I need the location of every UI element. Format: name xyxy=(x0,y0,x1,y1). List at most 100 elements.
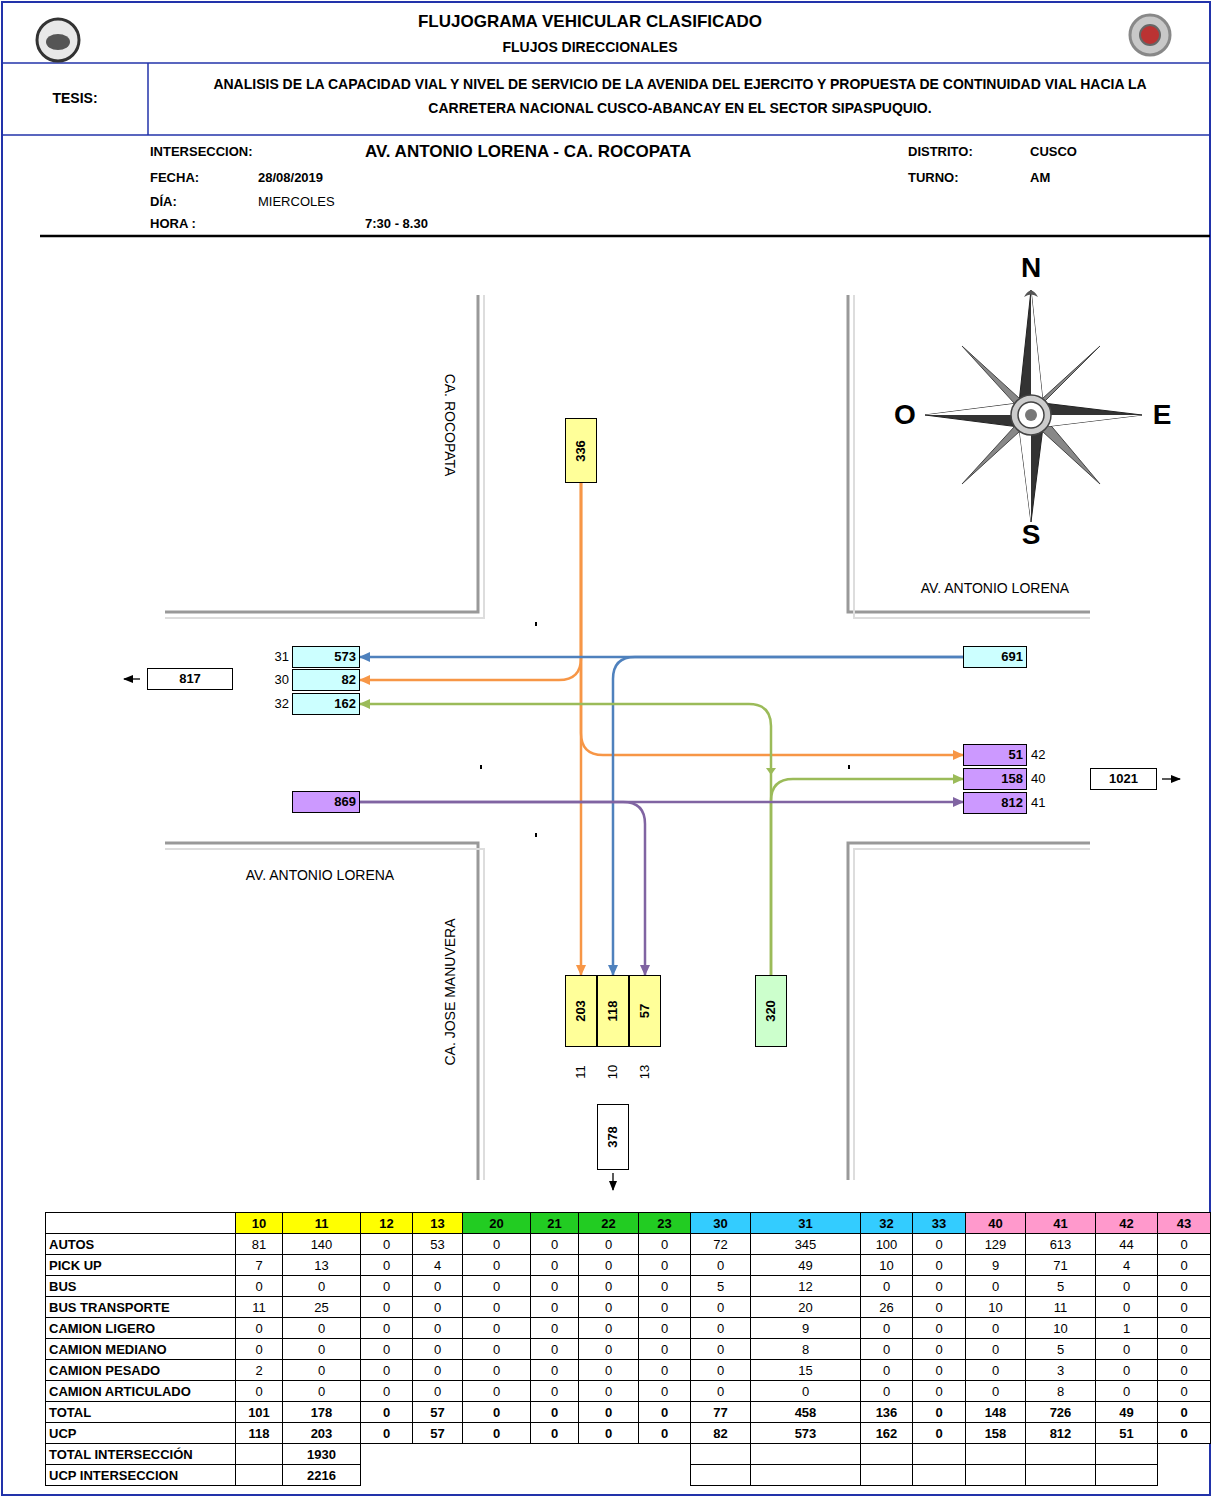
table-text: 0 xyxy=(318,1363,325,1378)
table-cell: 458 xyxy=(750,1401,861,1423)
drawing-part xyxy=(1130,15,1170,55)
table-text: 158 xyxy=(985,1426,1007,1441)
flow-box: 573 xyxy=(292,646,360,668)
movement-number: 41 xyxy=(1031,796,1045,811)
table-text: 0 xyxy=(493,1405,500,1420)
table-text: 4 xyxy=(1123,1258,1130,1273)
drawing-part xyxy=(854,295,1090,618)
table-cell: 0 xyxy=(462,1359,531,1381)
compass-letter: S xyxy=(1022,519,1041,551)
street-name: AV. ANTONIO LORENA xyxy=(246,867,394,883)
table-cell: 726 xyxy=(1025,1401,1096,1423)
table-text: 0 xyxy=(383,1237,390,1252)
table-cell: 0 xyxy=(1157,1296,1211,1318)
flow-box: 869 xyxy=(292,791,360,813)
flow-value: 812 xyxy=(1001,796,1023,810)
table-text: 13 xyxy=(314,1258,328,1273)
table-cell: 0 xyxy=(235,1380,283,1402)
table-cell: UCP xyxy=(45,1422,236,1444)
table-text: CAMION PESADO xyxy=(49,1363,160,1378)
table-cell xyxy=(690,1464,751,1486)
table-cell: 0 xyxy=(1157,1275,1211,1297)
table-cell: 118 xyxy=(235,1422,283,1444)
table-text: 0 xyxy=(935,1321,942,1336)
table-text: 573 xyxy=(795,1426,817,1441)
field-name: TURNO: xyxy=(908,171,959,186)
table-text: 51 xyxy=(1119,1426,1133,1441)
table-cell: 0 xyxy=(360,1380,413,1402)
movement-number: 10 xyxy=(606,1065,621,1079)
table-text: 57 xyxy=(430,1405,444,1420)
table-text: 8 xyxy=(802,1342,809,1357)
table-cell: 0 xyxy=(360,1254,413,1276)
table-text: 12 xyxy=(379,1216,393,1231)
table-cell: 0 xyxy=(638,1401,691,1423)
table-cell: 0 xyxy=(965,1275,1026,1297)
table-cell: 10 xyxy=(1025,1317,1096,1339)
table-text: 0 xyxy=(551,1405,558,1420)
table-cell: 0 xyxy=(282,1317,361,1339)
table-cell: 0 xyxy=(1157,1359,1211,1381)
table-cell: 0 xyxy=(912,1380,966,1402)
table-text: 9 xyxy=(802,1321,809,1336)
table-cell: 0 xyxy=(530,1338,579,1360)
table-text: 9 xyxy=(992,1258,999,1273)
table-cell: CAMION ARTICULADO xyxy=(45,1380,236,1402)
table-text: 12 xyxy=(798,1279,812,1294)
table-cell: 0 xyxy=(912,1296,966,1318)
table-text: 0 xyxy=(551,1363,558,1378)
street-curbs xyxy=(165,295,1090,1180)
table-cell: 23 xyxy=(638,1212,691,1234)
table-text: 0 xyxy=(383,1300,390,1315)
movement-number: 42 xyxy=(1031,748,1045,763)
table-cell: 0 xyxy=(912,1254,966,1276)
flow-value: 691 xyxy=(1001,650,1023,664)
table-text: PICK UP xyxy=(49,1258,102,1273)
table-cell: 140 xyxy=(282,1233,361,1255)
street-name: CA. JOSE MANUVERA xyxy=(442,918,458,1065)
table-cell: 0 xyxy=(462,1338,531,1360)
table-text: 77 xyxy=(713,1405,727,1420)
table-text: 13 xyxy=(430,1216,444,1231)
table-cell: 8 xyxy=(750,1338,861,1360)
table-text: 0 xyxy=(383,1405,390,1420)
field-name: DISTRITO: xyxy=(908,145,973,160)
drawing-part xyxy=(165,295,484,618)
table-text: 0 xyxy=(551,1384,558,1399)
table-cell: 0 xyxy=(690,1380,751,1402)
table-cell: 0 xyxy=(235,1338,283,1360)
compass-letter: E xyxy=(1153,399,1172,431)
table-text: 2216 xyxy=(307,1468,336,1483)
table-cell: 49 xyxy=(1095,1401,1158,1423)
table-text: 0 xyxy=(935,1279,942,1294)
table-cell: 129 xyxy=(965,1233,1026,1255)
table-text: 136 xyxy=(876,1405,898,1420)
table-cell: 136 xyxy=(860,1401,913,1423)
field-value: 28/08/2019 xyxy=(258,171,323,186)
table-text: 0 xyxy=(935,1300,942,1315)
table-text: 0 xyxy=(383,1258,390,1273)
table-text: 0 xyxy=(935,1426,942,1441)
lane-marks xyxy=(480,622,850,837)
table-cell xyxy=(235,1464,283,1486)
table-cell: 0 xyxy=(530,1359,579,1381)
flow-value: 320 xyxy=(764,1000,778,1022)
table-text: 0 xyxy=(992,1384,999,1399)
flow-box: 817 xyxy=(147,668,233,690)
field-value: AV. ANTONIO LORENA - CA. ROCOPATA xyxy=(365,142,691,162)
table-text: 203 xyxy=(311,1426,333,1441)
drawing-part xyxy=(854,849,1090,1180)
table-cell: 0 xyxy=(530,1233,579,1255)
header-line xyxy=(2,62,1210,64)
field-value: AM xyxy=(1030,171,1050,186)
table-text: 0 xyxy=(883,1321,890,1336)
diagram-title: FLUJOGRAMA VEHICULAR CLASIFICADO xyxy=(418,12,762,32)
table-text: 25 xyxy=(314,1300,328,1315)
flow-value: 1021 xyxy=(1109,772,1138,786)
table-cell: 100 xyxy=(860,1233,913,1255)
movement-number: 11 xyxy=(574,1065,589,1079)
table-cell: 0 xyxy=(965,1359,1026,1381)
table-text: 101 xyxy=(248,1405,270,1420)
table-text: 0 xyxy=(318,1321,325,1336)
table-text: 0 xyxy=(383,1279,390,1294)
